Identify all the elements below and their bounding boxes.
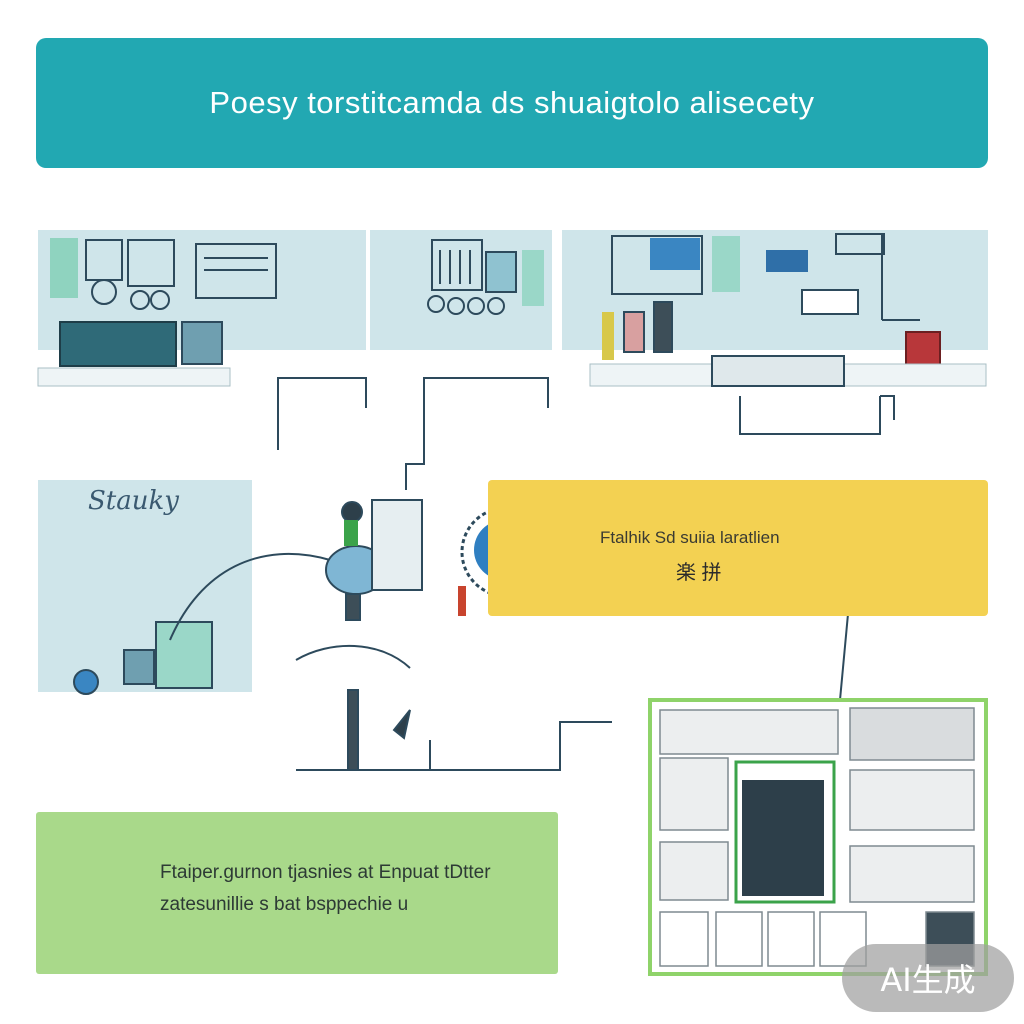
left-panel-devices [73, 621, 213, 695]
shelf-left [37, 367, 231, 387]
connector-lines [277, 377, 895, 771]
green-callout-line-1: Ftaiper.gurnon tjasnies at Enpuat tDtter [160, 862, 491, 883]
machine-cluster-right [602, 233, 941, 369]
title-banner: Poesy torstitcamda ds shuaigtolo alisece… [36, 38, 988, 168]
green-callout [36, 812, 558, 974]
machine-cluster-middle [427, 239, 544, 315]
gauge-pointer-bar [458, 586, 466, 616]
left-panel-label: Stauky [88, 486, 179, 516]
page-title: Poesy torstitcamda ds shuaigtolo alisece… [209, 85, 815, 120]
central-workstation [169, 499, 423, 771]
console-device [711, 355, 845, 387]
dashboard-widgets [659, 707, 975, 967]
yellow-callout [488, 480, 988, 616]
machine-cluster-left [50, 238, 277, 367]
ai-generated-watermark: AI生成 [842, 944, 1014, 1012]
yellow-callout-subtitle: 楽 拼 [676, 562, 722, 584]
yellow-callout-title: Ftalhik Sd suiia laratlien [600, 528, 780, 547]
green-callout-line-2: zatesunillie s bat bsppechie u [160, 894, 409, 915]
